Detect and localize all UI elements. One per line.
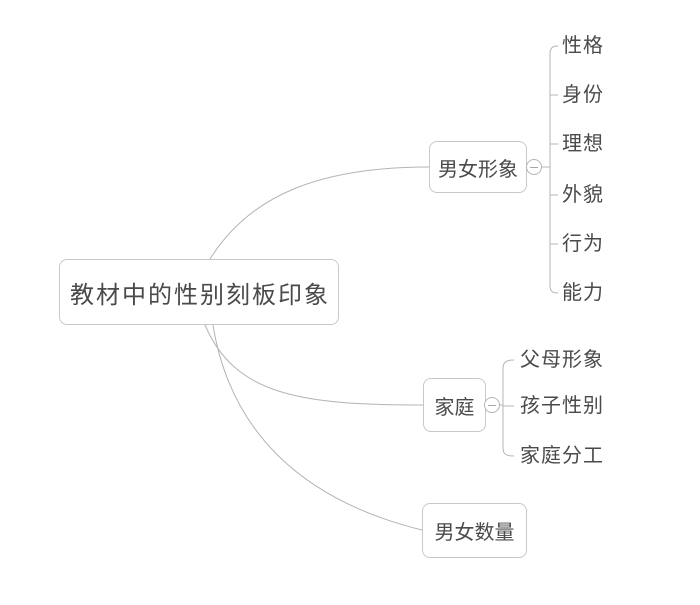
spine-images-children bbox=[549, 45, 559, 294]
leaf-topic[interactable]: 父母形象 bbox=[520, 349, 604, 371]
leaf-topic[interactable]: 外貌 bbox=[562, 184, 604, 206]
leaf-topic[interactable]: 理想 bbox=[562, 133, 604, 155]
root-node[interactable]: 教材中的性别刻板印象 bbox=[59, 259, 339, 325]
leaf-topic[interactable]: 性格 bbox=[562, 35, 604, 57]
branch-node-gender-images[interactable]: 男女形象 bbox=[429, 141, 527, 193]
branch-node-gender-quantity[interactable]: 男女数量 bbox=[422, 503, 527, 558]
connector-root-to-quantity bbox=[212, 324, 423, 531]
minus-dash bbox=[530, 166, 538, 168]
connector-root-to-family bbox=[204, 324, 424, 406]
leaf-topic[interactable]: 孩子性别 bbox=[520, 395, 604, 417]
leaf-topic[interactable]: 身份 bbox=[562, 84, 604, 106]
minus-dash bbox=[488, 404, 496, 406]
connector-root-to-images bbox=[209, 166, 430, 260]
leaf-topic[interactable]: 能力 bbox=[562, 282, 604, 304]
collapse-minus-icon[interactable] bbox=[484, 397, 500, 413]
branch-node-family[interactable]: 家庭 bbox=[423, 378, 486, 432]
collapse-minus-icon[interactable] bbox=[526, 159, 542, 175]
branch-node-label: 男女形象 bbox=[438, 158, 518, 181]
root-node-label: 教材中的性别刻板印象 bbox=[70, 281, 330, 309]
leaf-topic[interactable]: 家庭分工 bbox=[520, 445, 604, 467]
spine-family-children bbox=[502, 359, 515, 457]
leaf-topic[interactable]: 行为 bbox=[562, 233, 604, 255]
branch-node-label: 男女数量 bbox=[434, 522, 515, 544]
branch-node-label: 家庭 bbox=[434, 396, 475, 419]
